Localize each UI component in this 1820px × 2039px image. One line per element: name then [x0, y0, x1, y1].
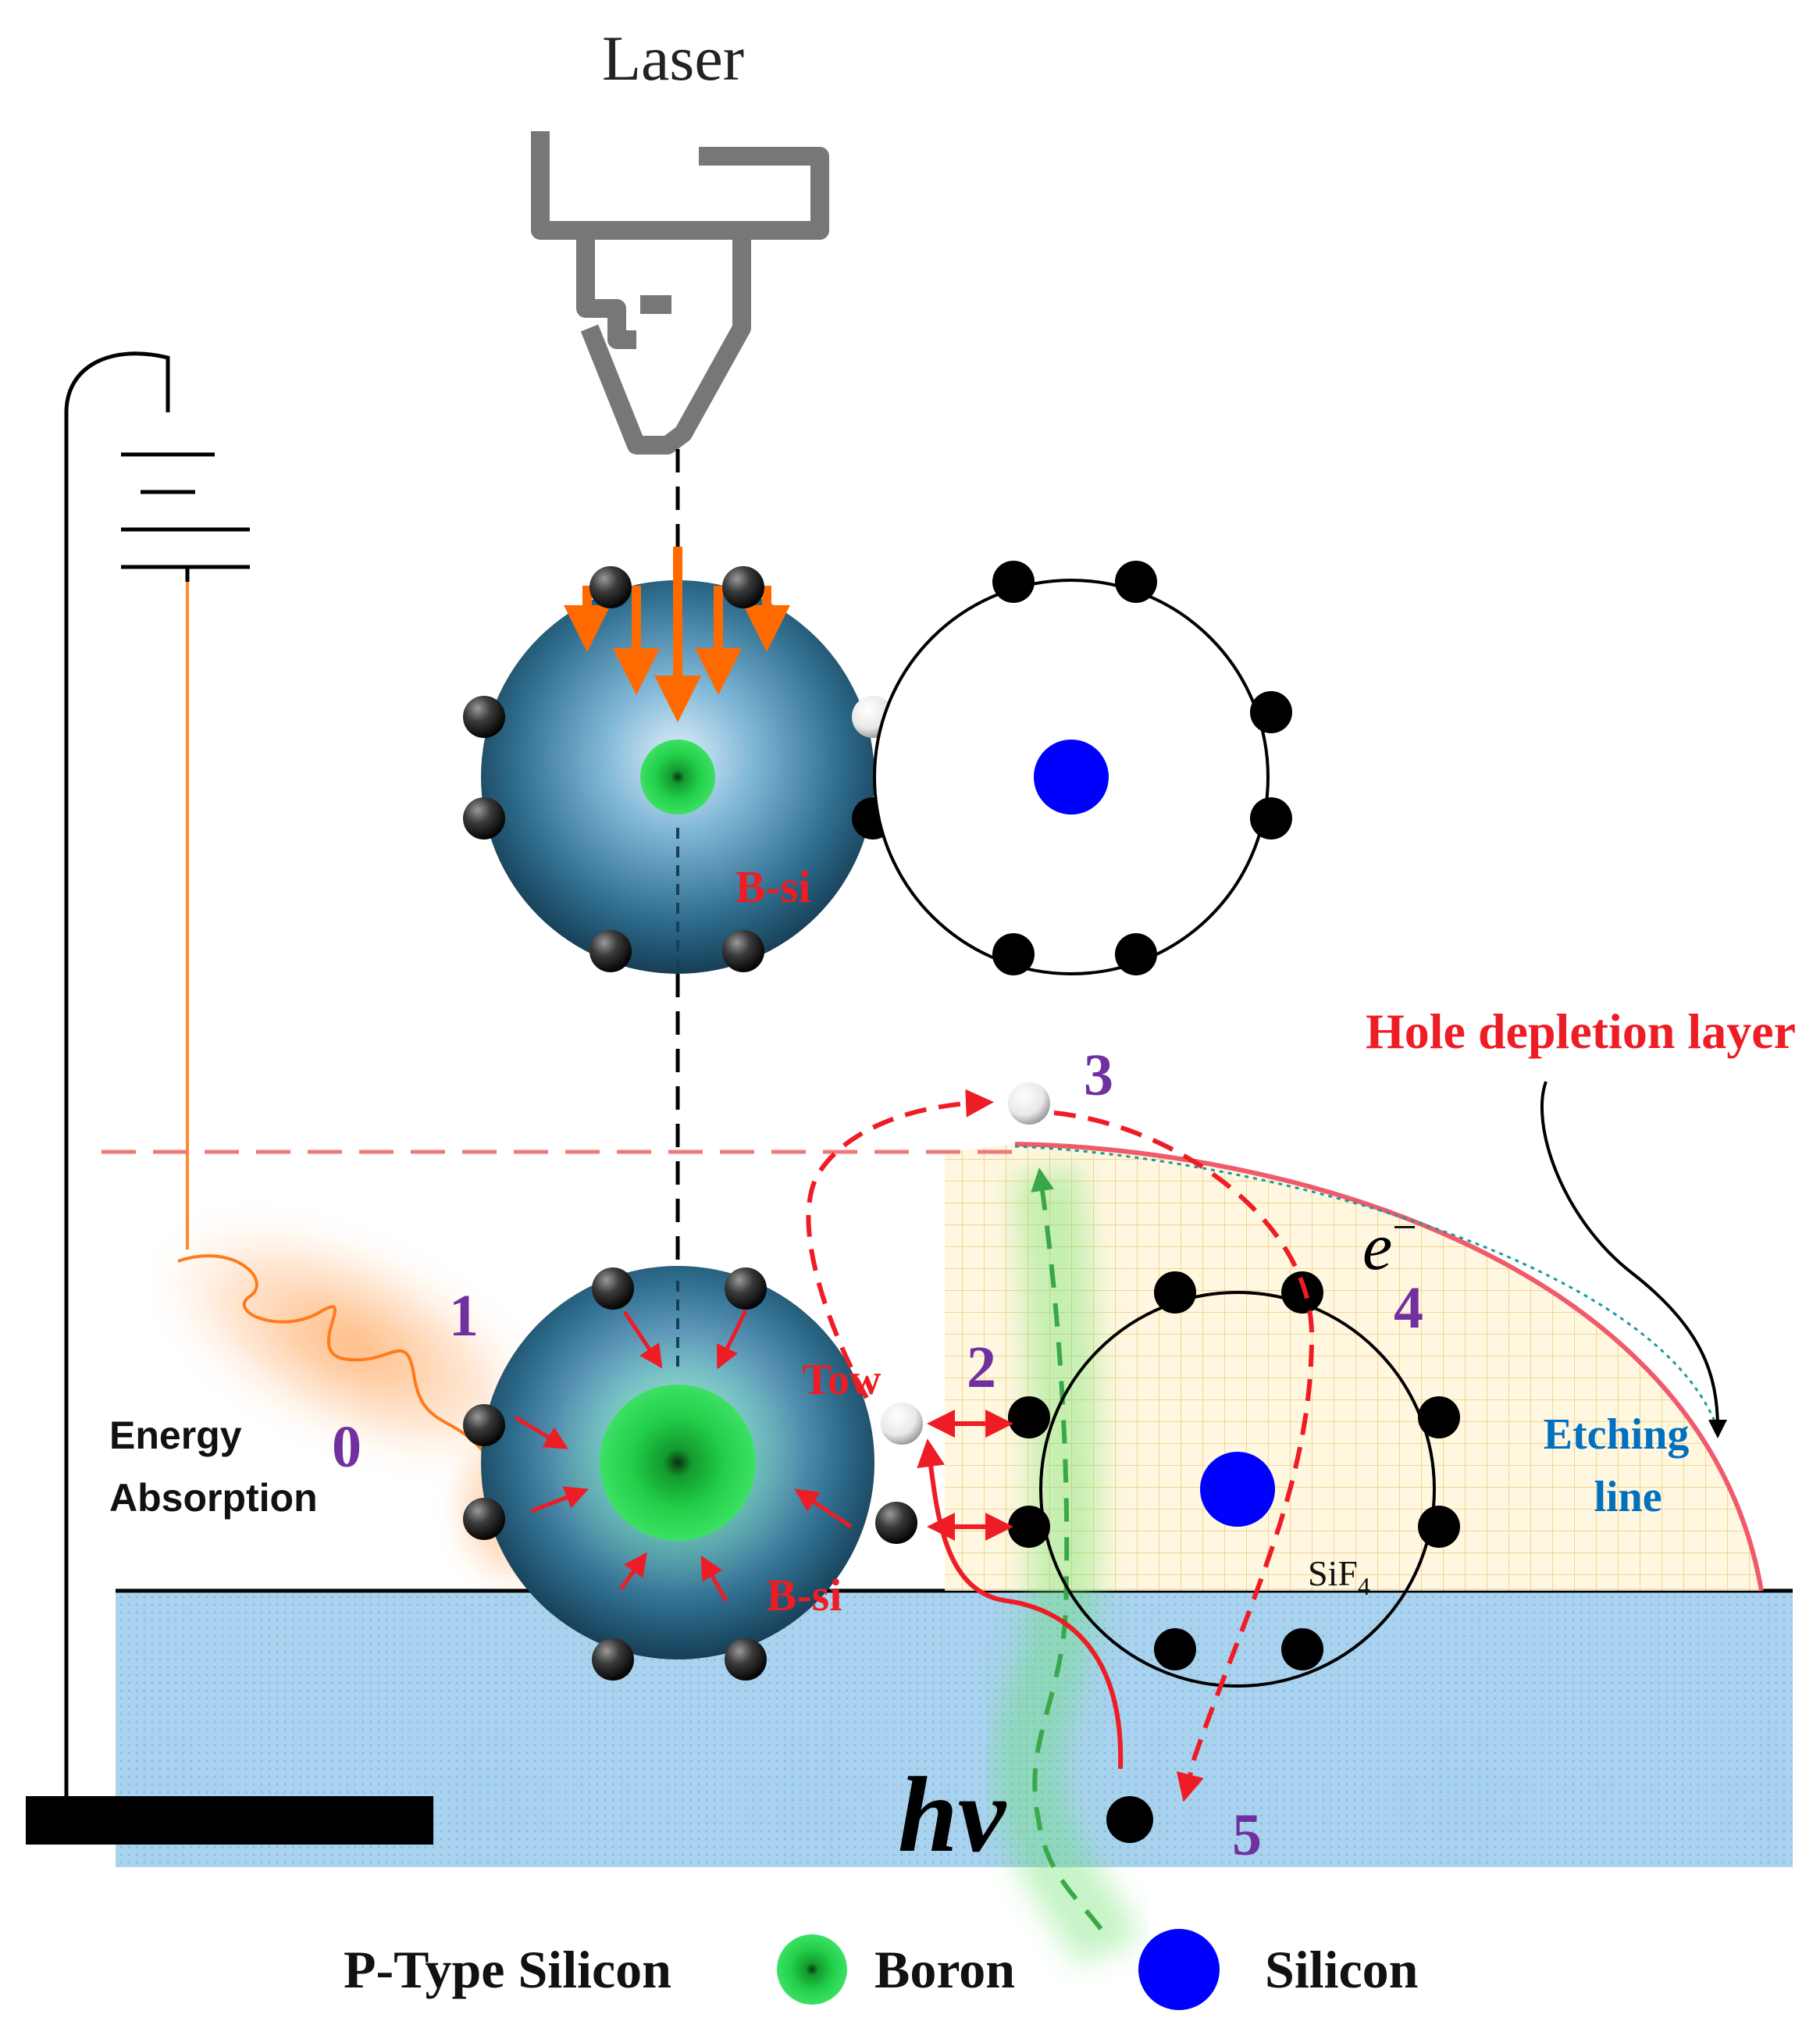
- circuit: [26, 351, 433, 1845]
- laser-label: Laser: [602, 23, 744, 94]
- electron-to-hole-arrow: [917, 1438, 1124, 1770]
- etching-line-label-1: Etching: [1544, 1410, 1690, 1459]
- hole-transport-loop: [806, 1089, 994, 1399]
- hv-label: hv: [898, 1755, 1007, 1874]
- energy-label-2: Absorption: [109, 1476, 318, 1520]
- hole-depletion-label: Hole depletion layer: [1366, 1003, 1796, 1059]
- bottom-silicon-atom: [1008, 1271, 1460, 1688]
- bottom-inward-arrows: [514, 1309, 853, 1602]
- electrode-plate: [26, 1796, 433, 1845]
- sif4-label: SiF4: [1308, 1553, 1370, 1600]
- legend: P-Type Silicon Boron Silicon: [344, 1929, 1419, 2010]
- top-silicon-atom: [873, 561, 1292, 975]
- exchange-arrows: [927, 1410, 1013, 1541]
- etching-line-label-2: line: [1594, 1473, 1662, 1521]
- bsi-top-label: B-si: [735, 861, 811, 912]
- laser-head: [531, 131, 829, 454]
- bottom-boron-atom: [445, 1266, 874, 1659]
- legend-boron: Boron: [874, 1940, 1015, 1999]
- legend-p-type: P-Type Silicon: [344, 1940, 671, 1999]
- step-4: 4: [1394, 1275, 1423, 1341]
- etching-line-dotted: [1014, 1145, 1719, 1430]
- substrate-electron: [1106, 1796, 1153, 1843]
- depletion-pointer-arrow: [1540, 1081, 1727, 1438]
- legend-boron-swatch: [777, 1934, 847, 2005]
- step-3: 3: [1084, 1043, 1113, 1108]
- etch-region: [945, 1144, 1761, 1591]
- hole-depletion-boundary: [1014, 1142, 1764, 1592]
- hole-bead-released: [1008, 1082, 1050, 1125]
- bottom-boron-beads: [463, 1267, 923, 1681]
- step-1: 1: [449, 1283, 479, 1349]
- legend-silicon-swatch: [1138, 1929, 1220, 2010]
- step-numbers: 0 1 2 3 4 5: [332, 1043, 1423, 1868]
- step-2: 2: [967, 1335, 996, 1400]
- legend-silicon: Silicon: [1265, 1940, 1419, 1999]
- bsi-bottom-label: B-si: [767, 1570, 842, 1620]
- tow-label: Tow: [803, 1356, 882, 1404]
- hole-bead-bottom: [881, 1403, 923, 1445]
- top-boron-atom: [481, 580, 874, 974]
- photon-path: [992, 1167, 1142, 1966]
- electron-label: e−: [1362, 1203, 1417, 1284]
- top-boron-beads: [463, 566, 894, 972]
- energy-label-1: Energy: [109, 1413, 242, 1457]
- step-5: 5: [1232, 1802, 1262, 1868]
- step-0: 0: [332, 1414, 362, 1480]
- top-laser-arrows: [564, 547, 790, 722]
